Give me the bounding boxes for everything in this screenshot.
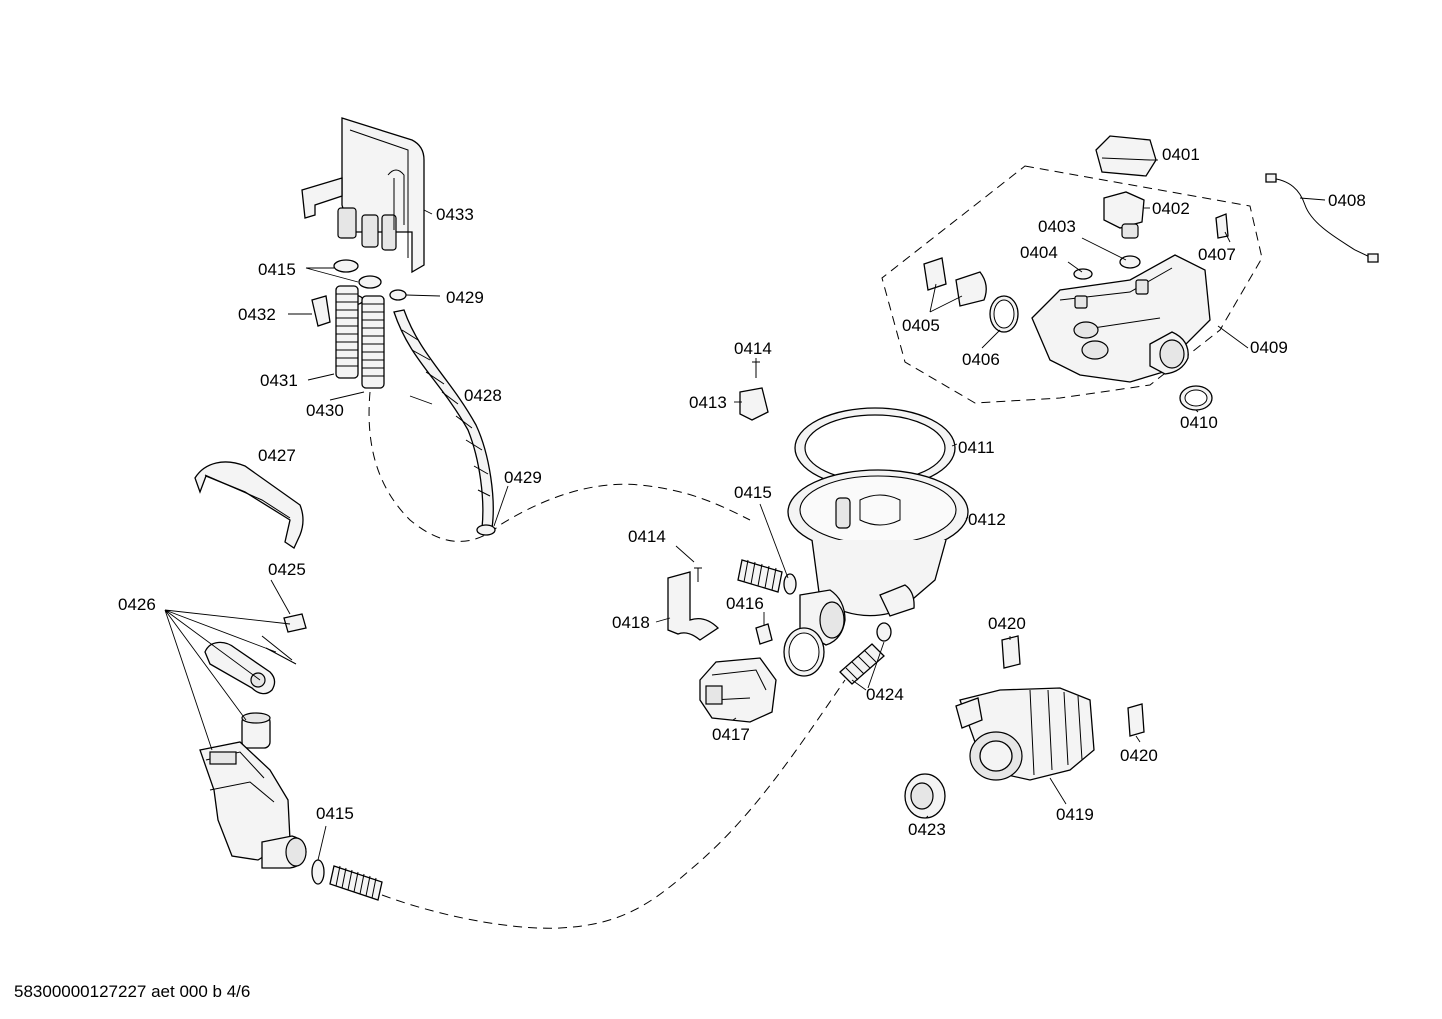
label-0411: 0411 [958, 438, 995, 457]
label-0431: 0431 [260, 371, 298, 390]
part-0417-valve [699, 657, 777, 723]
part-0427-cover [194, 461, 304, 549]
label-0403: 0403 [1038, 217, 1076, 236]
part-0420-clip-top [1001, 635, 1021, 669]
part-0432-clip [311, 295, 331, 327]
part-0414-screw-top [752, 361, 760, 378]
part-0425-small-clip [283, 613, 307, 633]
label-0429-top: 0429 [446, 288, 484, 307]
part-0426-drain-pump [199, 741, 307, 869]
label-0410: 0410 [1180, 413, 1218, 432]
part-0409-heater-housing [1031, 254, 1211, 383]
part-0426-valve-parts [204, 635, 297, 749]
label-0419: 0419 [1056, 805, 1094, 824]
leader-lines [164, 159, 1326, 861]
assembly-outlines [368, 165, 1263, 929]
part-0415-hose-center [737, 559, 797, 595]
label-0416: 0416 [726, 594, 764, 613]
label-0401: 0401 [1162, 145, 1200, 164]
part-0433-softener-cover [301, 117, 425, 274]
label-0413: 0413 [689, 393, 727, 412]
part-0423-grommet [904, 773, 946, 819]
part-0405-sensor [923, 257, 987, 307]
document-footer: 58300000127227 aet 000 b 4/6 [14, 982, 250, 1001]
part-0429-hose-clamp-top [389, 289, 407, 301]
part-0419-circulation-pump [955, 687, 1095, 781]
part-0415-seal-ring-bottom-left [311, 859, 325, 885]
label-0412: 0412 [968, 510, 1006, 529]
label-0420-right: 0420 [1120, 746, 1158, 765]
part-0413-bracket [739, 387, 769, 421]
label-0420-top: 0420 [988, 614, 1026, 633]
part-0415-hose-bottom [329, 865, 383, 901]
part-0404-seal [1073, 268, 1093, 280]
label-0424: 0424 [866, 685, 904, 704]
label-0426: 0426 [118, 595, 156, 614]
label-0405: 0405 [902, 316, 940, 335]
part-0401-cover [1095, 135, 1157, 177]
label-0415-bottom: 0415 [316, 804, 354, 823]
label-0402: 0402 [1152, 199, 1190, 218]
part-0414-screw-center [694, 567, 702, 582]
part-0428-hose [393, 309, 494, 529]
part-0406-o-ring [989, 295, 1019, 333]
label-0427: 0427 [258, 446, 296, 465]
part-0431-0430-corrugated-hoses [335, 285, 385, 389]
label-0417: 0417 [712, 725, 750, 744]
label-0404: 0404 [1020, 243, 1058, 262]
label-0415-top: 0415 [258, 260, 296, 279]
label-0430: 0430 [306, 401, 344, 420]
part-0416-plug [755, 623, 773, 645]
part-0408-wire [1265, 173, 1379, 263]
label-0406: 0406 [962, 350, 1000, 369]
label-0418: 0418 [612, 613, 650, 632]
label-0414-center: 0414 [628, 527, 666, 546]
part-labels: 0401 0402 0403 0404 0405 0406 0407 0408 … [118, 145, 1366, 839]
part-0418-bracket [667, 571, 720, 641]
label-0428: 0428 [464, 386, 502, 405]
part-0412-sump [787, 469, 969, 646]
part-0420-clip-right [1127, 703, 1145, 737]
label-0414-top: 0414 [734, 339, 772, 358]
label-0408: 0408 [1328, 191, 1366, 210]
part-0410-hose-clamp [1179, 385, 1213, 411]
part-0402-sensor [1103, 191, 1145, 239]
label-0433: 0433 [436, 205, 474, 224]
part-0403-seal [1119, 255, 1141, 269]
label-0425: 0425 [268, 560, 306, 579]
label-0409: 0409 [1250, 338, 1288, 357]
label-0432: 0432 [238, 305, 276, 324]
part-0424-hose-and-ring [839, 622, 892, 685]
part-0411-sealing-ring [794, 407, 956, 489]
label-0415-center: 0415 [734, 483, 772, 502]
part-0429-hose-clamp-bottom [476, 524, 496, 536]
label-0423: 0423 [908, 820, 946, 839]
label-0429-bottom: 0429 [504, 468, 542, 487]
part-0415-seal-ring-center [783, 627, 825, 677]
label-0407: 0407 [1198, 245, 1236, 264]
